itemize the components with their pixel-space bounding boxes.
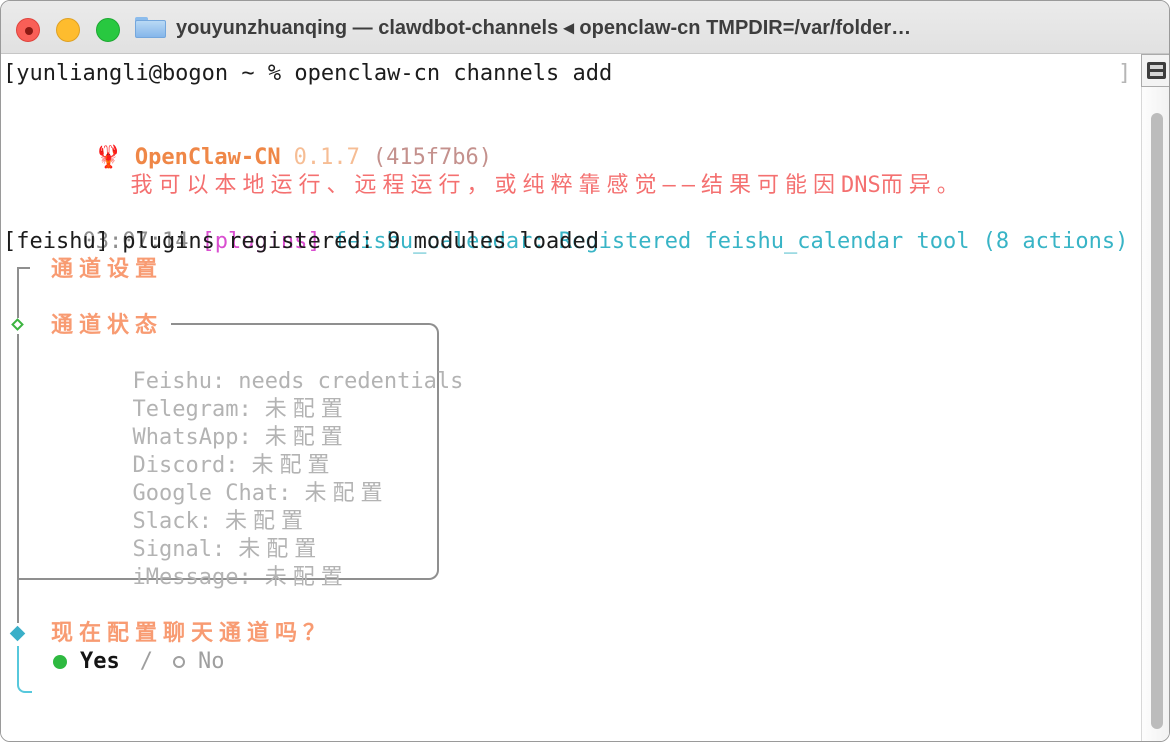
terminal-content[interactable]: [yunliangli@bogon ~ % openclaw-cn channe… xyxy=(1,54,1169,741)
app-commit-hash: (415f7b6) xyxy=(372,145,493,170)
traffic-lights xyxy=(16,18,120,42)
command-end-mark: ] xyxy=(1118,61,1132,86)
shell-prompt-line: [yunliangli@bogon ~ % openclaw-cn channe… xyxy=(3,61,613,86)
channel-name: Discord: xyxy=(132,453,239,478)
yes-no-options: Yes / No xyxy=(53,648,225,676)
channel-name: Telegram: xyxy=(132,397,252,422)
channel-name: Feishu: xyxy=(132,369,226,394)
option-no[interactable]: No xyxy=(198,649,225,674)
status-row-imessage: iMessage: 未配置 xyxy=(53,536,349,590)
channel-status: 未配置 xyxy=(264,425,349,450)
channel-status: 未配置 xyxy=(224,509,309,534)
tagline-pre: 我可以本地运行、远程运行，或纯粹靠感觉——结果可能因 xyxy=(130,173,841,198)
channel-name: iMessage: xyxy=(132,565,252,590)
channel-status: 未配置 xyxy=(251,453,336,478)
scrollbar-thumb[interactable] xyxy=(1151,113,1163,729)
status-row-google-chat: Google Chat: 未配置 xyxy=(53,452,388,506)
split-pane-icon xyxy=(1146,62,1166,79)
step-diamond-icon xyxy=(11,318,24,331)
zoom-button[interactable] xyxy=(96,18,120,42)
title-group: youyunzhuanqing — clawdbot-channels ◂ op… xyxy=(135,1,911,53)
plugin-log-line: 03:07:14 [plugins] feishu_calendar: Regist… xyxy=(3,200,1128,254)
option-separator: / xyxy=(139,649,153,674)
channel-status: 未配置 xyxy=(304,481,389,506)
gutter-line-2 xyxy=(17,334,19,623)
option-yes[interactable]: Yes xyxy=(80,649,120,674)
status-box-title: 通道状态 xyxy=(51,313,164,338)
gutter-line-1 xyxy=(17,269,19,318)
plugin-summary-line: [feishu] plugins registered: 9 modules l… xyxy=(3,229,600,254)
channel-status: 未配置 xyxy=(264,397,349,422)
channel-name: Google Chat: xyxy=(132,481,292,506)
banner-line: 🦞 OpenClaw-CN 0.1.7 (415f7b6) xyxy=(15,116,492,170)
section-title: 通道设置 xyxy=(51,257,164,282)
configure-question: 现在配置聊天通道吗？ xyxy=(51,621,332,646)
log-message: feishu_calendar: Registered feishu_calen… xyxy=(333,229,1129,254)
status-row-feishu: Feishu: needs credentials xyxy=(53,340,463,394)
channel-status: 未配置 xyxy=(238,537,323,562)
status-row-whatsapp: WhatsApp: 未配置 xyxy=(53,396,349,450)
unsaved-dot-icon xyxy=(25,27,33,35)
status-box-border xyxy=(171,323,439,580)
status-row-discord: Discord: 未配置 xyxy=(53,424,335,478)
window-titlebar[interactable]: youyunzhuanqing — clawdbot-channels ◂ op… xyxy=(1,1,1169,54)
scrollbar-area xyxy=(1141,54,1169,741)
split-pane-button[interactable] xyxy=(1141,54,1169,87)
log-tag: [plugins] xyxy=(201,229,321,254)
active-step-diamond-icon xyxy=(9,625,26,642)
selected-radio-icon xyxy=(53,655,67,669)
gutter-bottom-corner xyxy=(17,646,32,693)
status-row-telegram: Telegram: 未配置 xyxy=(53,368,349,422)
channel-name: Slack: xyxy=(132,509,212,534)
channel-name: Signal: xyxy=(132,537,226,562)
tagline: 我可以本地运行、远程运行，或纯粹靠感觉——结果可能因DNS而异。 xyxy=(51,144,965,198)
close-button[interactable] xyxy=(16,18,40,42)
status-row-slack: Slack: 未配置 xyxy=(53,480,309,534)
app-name: OpenClaw-CN xyxy=(134,145,281,170)
channel-status: 未配置 xyxy=(264,565,349,590)
app-version: 0.1.7 xyxy=(293,145,360,170)
log-timestamp: 03:07:14 xyxy=(82,229,189,254)
proxy-folder-icon[interactable] xyxy=(135,15,166,39)
tagline-latin: DNS xyxy=(840,173,881,198)
status-row-signal: Signal: 未配置 xyxy=(53,508,322,562)
tagline-post: 而异。 xyxy=(880,173,965,198)
minimize-button[interactable] xyxy=(56,18,80,42)
channel-status: needs credentials xyxy=(238,369,464,394)
status-box-bottom-left xyxy=(19,578,172,580)
lobster-icon: 🦞 xyxy=(94,145,122,170)
channel-name: WhatsApp: xyxy=(132,425,252,450)
unselected-radio-icon xyxy=(173,656,185,668)
window-title: youyunzhuanqing — clawdbot-channels ◂ op… xyxy=(176,16,912,39)
